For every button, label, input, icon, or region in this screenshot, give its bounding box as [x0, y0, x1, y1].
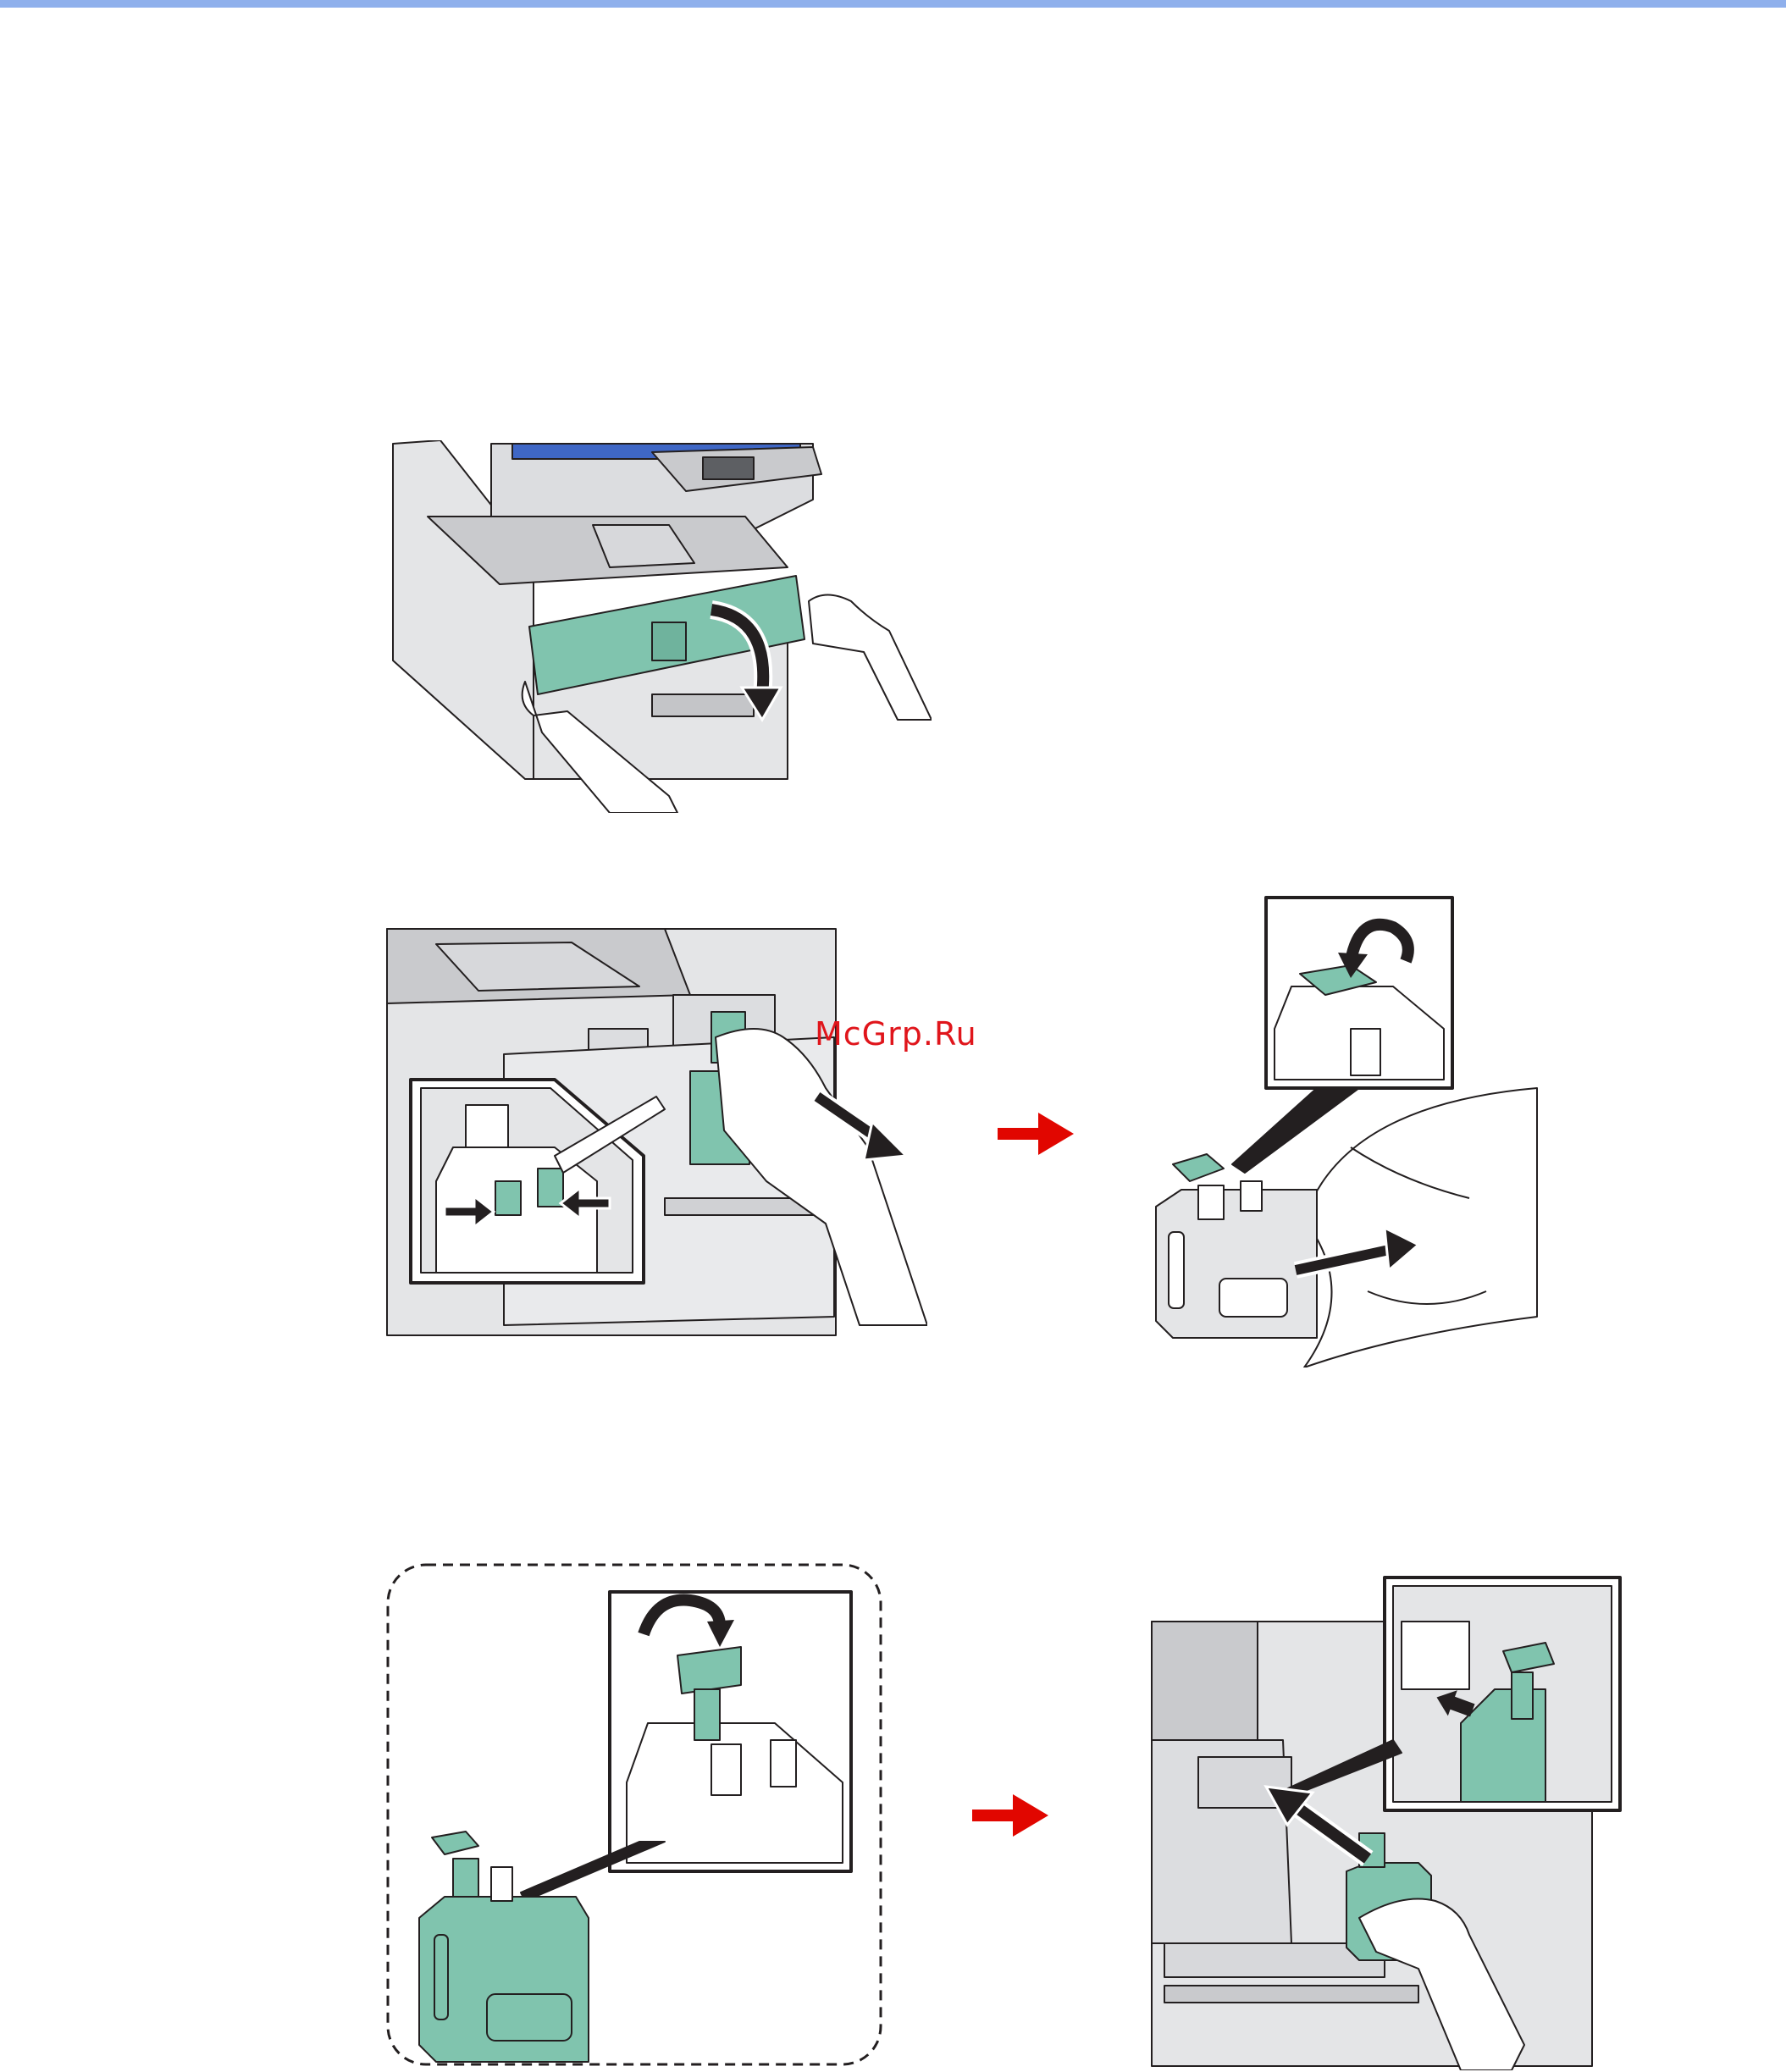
figure-remove-waste-toner-box — [385, 927, 927, 1338]
figure-cap-and-bag-used-box — [1147, 893, 1545, 1368]
step-arrow-icon — [998, 1109, 1074, 1160]
figure-prepare-new-box-cap — [385, 1562, 885, 2070]
figure-insert-new-box — [1147, 1571, 1626, 2070]
header-rule — [0, 0, 1786, 8]
watermark-text: McGrp.Ru — [815, 1015, 977, 1053]
figure-open-front-cover — [390, 440, 932, 813]
step-arrow-icon — [972, 1791, 1048, 1842]
